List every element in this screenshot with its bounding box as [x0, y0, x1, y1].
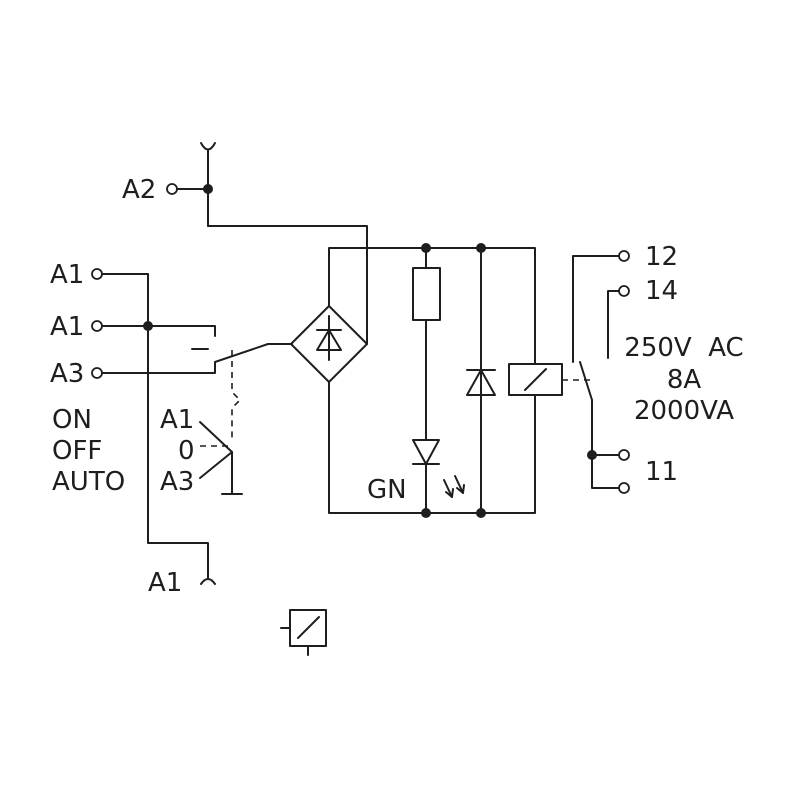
mode-selector-symbol: [199, 421, 243, 495]
label-switch-a1: A1: [160, 405, 194, 435]
a1-top-terminal[interactable]: [91, 268, 103, 280]
label-a1-mid: A1: [50, 312, 84, 342]
a2-junction: [203, 184, 213, 194]
label-a3: A3: [50, 359, 84, 389]
label-a2: A2: [122, 175, 156, 205]
no-contact-wire: [607, 290, 620, 359]
terminal-11-b[interactable]: [618, 482, 630, 494]
common-wire: [591, 399, 620, 489]
rating-power: 2000VA: [634, 396, 734, 426]
a1-mid-terminal[interactable]: [91, 320, 103, 332]
label-mode-off: OFF: [52, 436, 102, 466]
a3-to-switch-wire: [101, 361, 216, 374]
dc-bus-loop: [328, 247, 536, 514]
label-switch-0: 0: [178, 436, 195, 466]
resistor-led-branch: [412, 247, 465, 514]
a1-to-switch-wire: [101, 325, 216, 337]
freewheel-diode: [466, 247, 496, 514]
a1-bottom-plug: [200, 578, 216, 585]
contact-blade: [579, 361, 593, 401]
a2-terminal-group: [166, 142, 368, 345]
label-terminal-12: 12: [645, 242, 678, 272]
label-a1-top: A1: [50, 260, 84, 290]
output-contact: [572, 250, 630, 494]
label-terminal-11: 11: [645, 457, 678, 487]
a2-to-bridge-wire: [207, 225, 368, 345]
relay-symbol-small: [280, 609, 327, 656]
label-a1-bottom: A1: [148, 568, 182, 598]
led-emission-arrows: [443, 475, 465, 498]
label-terminal-14: 14: [645, 276, 678, 306]
relay-coil: [508, 363, 590, 396]
bridge-rectifier: [290, 305, 368, 383]
led-triangle: [412, 439, 440, 465]
a3-terminal[interactable]: [91, 367, 103, 379]
relay-coil-slash: [524, 368, 547, 391]
label-mode-on: ON: [52, 405, 92, 435]
common-junction: [587, 450, 597, 460]
resistor: [412, 267, 441, 321]
switch-arm-to-bridge: [214, 343, 293, 363]
label-switch-a3: A3: [160, 467, 194, 497]
label-led-gn: GN: [367, 475, 407, 505]
terminal-11-a[interactable]: [618, 449, 630, 461]
a1-bus-wire: [101, 273, 209, 579]
rating-current: 8A: [667, 365, 702, 395]
label-mode-auto: AUTO: [52, 467, 125, 497]
dc-bus: [328, 243, 536, 518]
switch-mechanical-link: [231, 350, 242, 440]
nc-contact-wire: [572, 255, 620, 363]
a1-a3-inputs: [91, 268, 293, 585]
relay-symbol-slash: [297, 616, 320, 639]
a2-terminal[interactable]: [166, 183, 178, 195]
selector-a3-line: [199, 451, 233, 479]
selector-a1-line: [199, 421, 233, 453]
freewheel-triangle: [466, 369, 496, 396]
terminal-12[interactable]: [618, 250, 630, 262]
terminal-14[interactable]: [618, 285, 630, 297]
a2-plug-socket: [200, 142, 216, 151]
rating-voltage: 250V AC: [624, 333, 743, 363]
